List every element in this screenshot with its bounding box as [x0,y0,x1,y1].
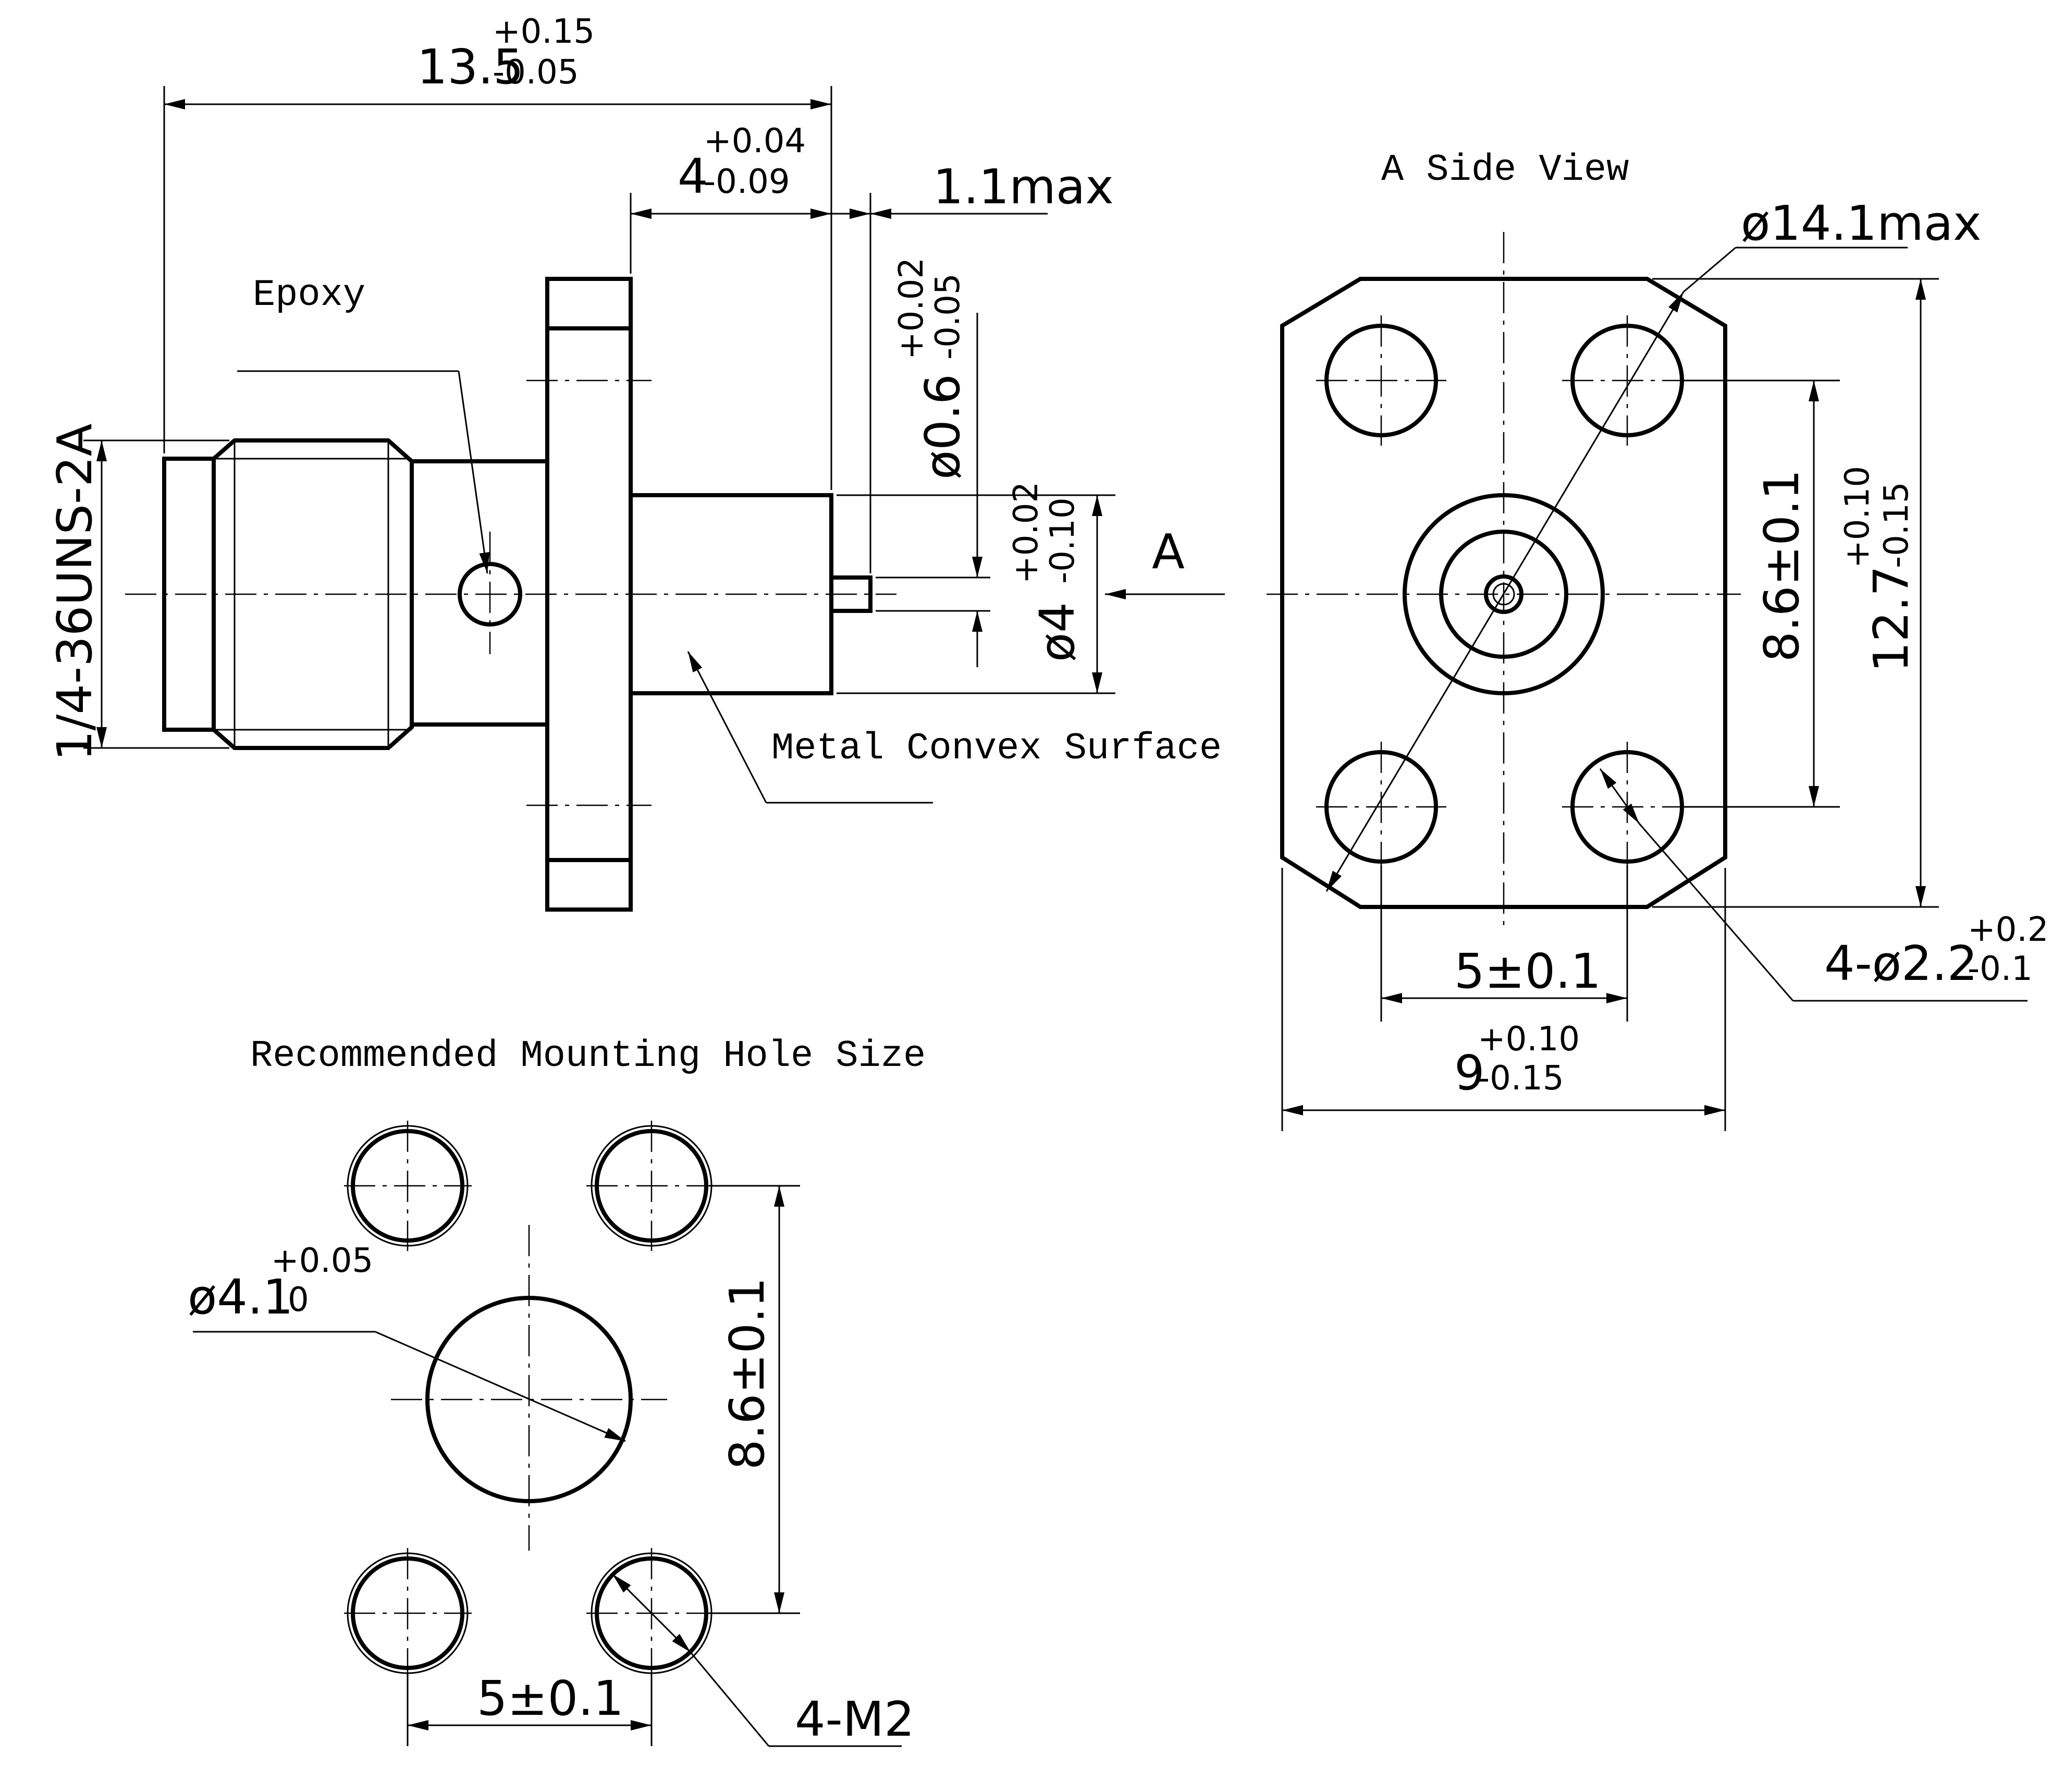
dim-hole-spacing-vertical-label: 8.6±0.1 [1754,469,1810,662]
dim-mount-thread-label: 4-M2 [795,1691,915,1747]
dim-pin-diameter-upper: +0.02 [892,257,931,360]
dim-pin-diameter-lower: -0.05 [929,273,967,360]
dim-flange-holes-lower: -0.1 [1968,950,2033,988]
dim-overall-length-lower: -0.05 [493,53,579,92]
dim-flange-to-end-lower: -0.09 [704,163,790,201]
dim-mount-center-nominal: ø4.1 [188,1269,293,1325]
dim-mount-horizontal-label: 5±0.1 [477,1671,624,1726]
dim-mount-center-arrow [375,1331,626,1442]
dim-flange-width-upper: +0.10 [1478,1020,1580,1059]
dim-flange-holes-upper: +0.2 [1968,911,2048,949]
dim-flange-height-upper: +0.10 [1838,466,1877,568]
mount-hole-bl [344,1548,472,1678]
dim-flange-to-end-upper: +0.04 [704,122,806,161]
dim-flange-diagonal [1325,291,1685,892]
dim-body-diameter-nominal: ø4 [1029,602,1085,662]
metal-convex-surface-label: Metal Convex Surface [771,727,1222,770]
dim-flange-height-nominal: 12.7 [1863,566,1919,672]
dim-flange-width-nominal: 9 [1454,1045,1485,1101]
dim-overall-length-nominal: 13.5 [417,39,524,95]
side-view: 13.5 +0.15 -0.05 4 +0.04 -0.09 1.1max ø0… [47,13,1225,912]
body-shank [412,459,549,727]
dim-flange-height-lower: -0.15 [1877,482,1916,568]
dim-pin-protrusion: 1.1max [933,159,1114,215]
dim-mount-vertical-label: 8.6±0.1 [719,1277,775,1470]
mount-hole-tl [344,1121,472,1251]
dim-mount-center-lower: 0 [288,1281,309,1319]
dim-mount-center-upper: +0.05 [271,1242,373,1280]
epoxy-leader [458,371,490,574]
mounting-hole-title: Recommended Mounting Hole Size [250,1035,926,1077]
dim-hole-spacing-horizontal-label: 5±0.1 [1454,943,1601,999]
dim-overall-length-upper: +0.15 [493,13,595,51]
center-pin [829,575,873,613]
dim-flange-holes-nominal: 4-ø2.2 [1824,936,1977,991]
mounting-hole-view: Recommended Mounting Hole Size ø4.1 +0.0… [188,1035,926,1747]
thread-body [212,438,414,750]
a-side-view-title: A Side View [1381,149,1629,191]
a-side-view: A Side View ø14.1max 8.6±0.1 [1267,149,2048,1131]
dim-body-diameter-lower: -0.10 [1043,497,1082,584]
dim-body-diameter-upper: +0.02 [1007,482,1046,584]
metal-convex-leader [687,651,767,803]
dim-flange-to-end-nominal: 4 [678,149,708,204]
dim-flange-holes-arrow [1599,768,1640,824]
dim-mount-thread-arrow [611,1573,692,1653]
mount-hole-tr [586,1121,717,1251]
dim-flange-width-lower: -0.15 [1478,1059,1564,1098]
dim-pin-diameter-nominal: ø0.6 [915,374,970,480]
dim-flange-diagonal-label: ø14.1max [1741,195,1982,251]
view-arrow-label: A [1152,524,1185,580]
dim-thread-label: 1/4-36UNS-2A [47,423,103,761]
epoxy-label: Epoxy [253,274,365,316]
